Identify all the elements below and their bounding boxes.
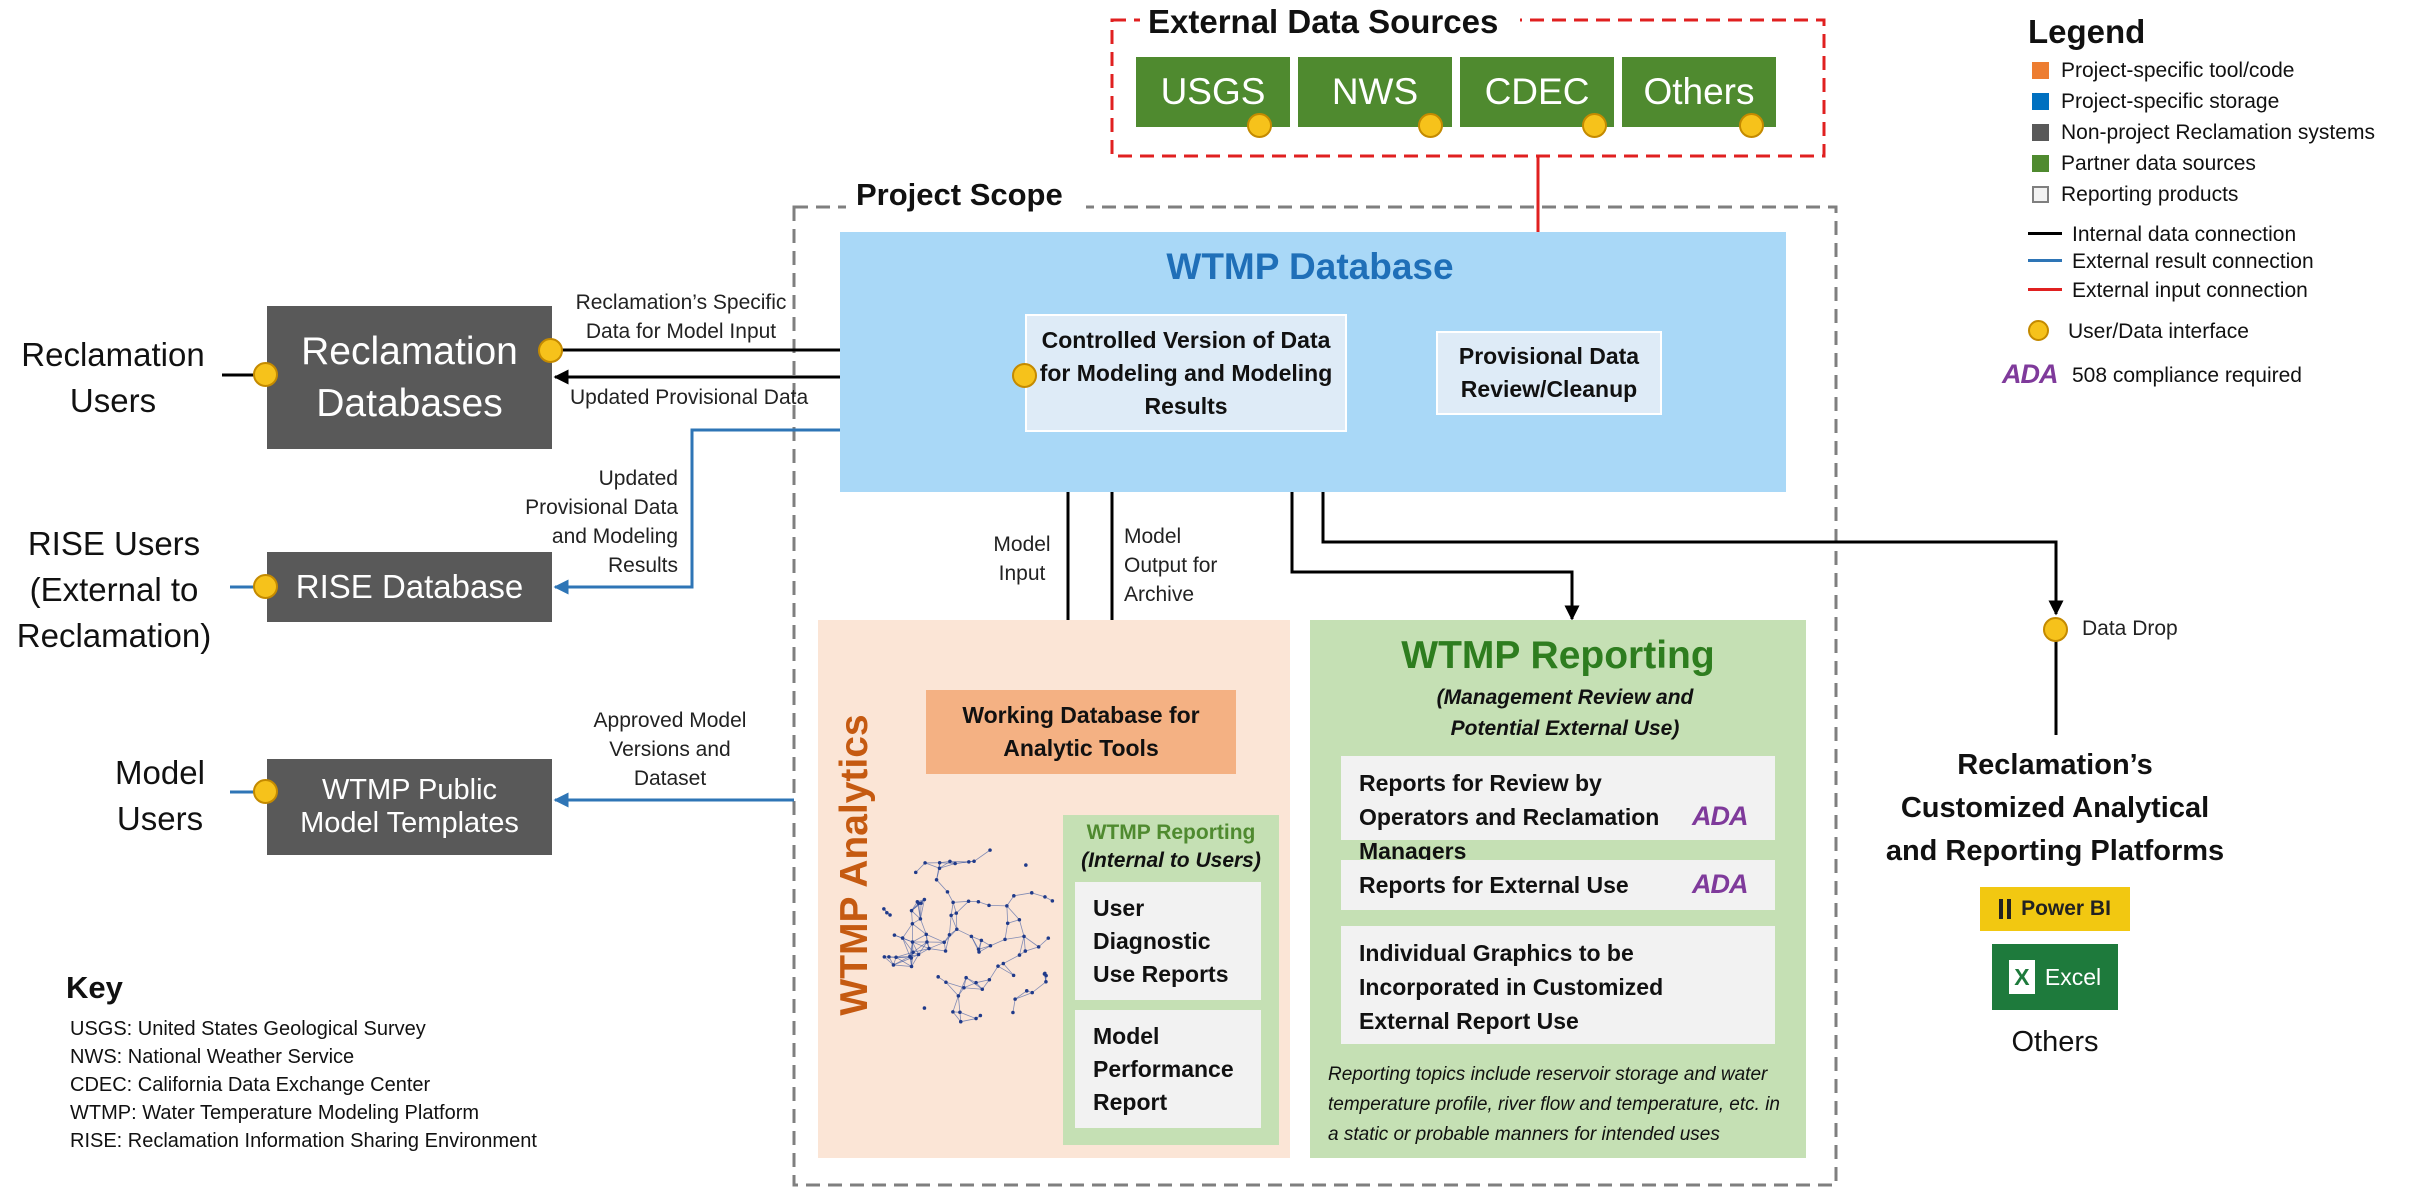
user-diagnostic-box: User Diagnostic Use Reports — [1075, 882, 1261, 1000]
key-item-cdec: CDEC: California Data Exchange Center — [70, 1074, 431, 1096]
rise-users-label: RISE Users (External to Reclamation) — [16, 525, 212, 654]
controlled-interface-dot — [1012, 363, 1037, 388]
controlled-version-box: Controlled Version of Data for Modeling … — [1025, 314, 1347, 432]
model-output-label: Model Output for Archive — [1124, 525, 1218, 606]
controlled-to-reporting-arrow — [1290, 433, 1580, 621]
network-graphic — [882, 848, 1055, 1024]
others-interface-dot — [1739, 113, 1764, 138]
provisional-review-box: Provisional Data Review/Cleanup — [1436, 331, 1662, 415]
legend-ada-label: 508 compliance required — [2072, 364, 2302, 387]
external-sources-title: External Data Sources — [1140, 2, 1520, 42]
black-line-swatch — [2028, 232, 2062, 235]
project-scope-boundary — [792, 205, 1838, 1187]
project-scope-title: Project Scope — [846, 175, 1086, 215]
controlled-version-label: Controlled Version of Data for Modeling … — [1039, 326, 1333, 419]
ada-icon: ADA — [1692, 801, 1748, 831]
internal-reporting-subtitle: (Internal to Users) — [1081, 849, 1261, 872]
working-database-label: Working Database for Analytic Tools — [962, 702, 1200, 761]
green-swatch — [2032, 155, 2049, 172]
model-performance-label: Model Performance Report — [1093, 1023, 1234, 1115]
key-item-wtmp: WTMP: Water Temperature Modeling Platfor… — [70, 1102, 480, 1124]
updated-provisional-label: Updated Provisional Data — [570, 386, 809, 409]
model-users-dot — [253, 779, 278, 804]
legend-interface-label: User/Data interface — [2068, 320, 2249, 343]
user-diagnostic-label: User Diagnostic Use Reports — [1093, 895, 1229, 987]
legend-line-internal: Internal data connection — [2028, 222, 2296, 248]
key-title: Key — [66, 970, 123, 1005]
excel-icon: X — [2008, 960, 2035, 994]
legend-interface-dot — [2028, 320, 2049, 341]
ada-icon: ADA — [2002, 359, 2058, 389]
report-operators-box: Reports for Review by Operators and Recl… — [1341, 756, 1775, 864]
rise-users-dot — [253, 574, 278, 599]
model-users-label: Model Users — [115, 754, 205, 837]
rise-database-box: RISE Database — [267, 552, 552, 622]
model-performance-box: Model Performance Report — [1075, 1010, 1261, 1128]
wtmp-database-title: WTMP Database — [1166, 246, 1454, 287]
reclamation-users-dot — [253, 362, 278, 387]
blue-swatch — [2032, 93, 2049, 110]
updated-provisional-modeling-label: Updated Provisional Data and Modeling Re… — [525, 467, 678, 577]
legend-item-nonproject: Non-project Reclamation systems — [2032, 120, 2375, 146]
legend-item-reporting: Reporting products — [2032, 182, 2238, 208]
report-graphics-label: Individual Graphics to be Incorporated i… — [1359, 940, 1664, 1034]
report-graphics-box: Individual Graphics to be Incorporated i… — [1341, 926, 1775, 1044]
source-nws: NWS — [1298, 57, 1452, 127]
excel-label: Excel — [2044, 963, 2102, 990]
reclamation-databases-box: Reclamation Databases — [267, 306, 552, 449]
public-templates-box: WTMP Public Model Templates — [267, 759, 552, 855]
rise-database-label: RISE Database — [295, 568, 524, 605]
blue-line-swatch — [2028, 259, 2062, 262]
powerbi-logo: Power BI — [1980, 887, 2130, 931]
specific-data-label: Reclamation’s Specific Data for Model In… — [575, 291, 787, 343]
internal-reporting-title: WTMP Reporting — [1086, 821, 1256, 844]
public-templates-label: WTMP Public Model Templates — [300, 774, 519, 839]
model-input-label: Model Input — [993, 533, 1051, 585]
light-swatch — [2032, 186, 2049, 203]
source-usgs: USGS — [1136, 57, 1290, 127]
powerbi-icon — [1999, 899, 2012, 919]
reporting-title: WTMP Reporting — [1401, 634, 1715, 677]
report-external-box: Reports for External Use — [1341, 860, 1775, 910]
legend-title: Legend — [2028, 13, 2146, 50]
reporting-subtitle: (Management Review and Potential Externa… — [1436, 686, 1694, 740]
red-line-swatch — [2028, 288, 2062, 291]
platforms-others: Others — [2011, 1025, 2099, 1058]
cdec-interface-dot — [1582, 113, 1607, 138]
working-database-box: Working Database for Analytic Tools — [926, 690, 1236, 774]
key-item-nws: NWS: National Weather Service — [70, 1046, 355, 1068]
gray-swatch — [2032, 124, 2049, 141]
source-cdec: CDEC — [1460, 57, 1614, 127]
reclamation-databases-label: Reclamation Databases — [301, 329, 518, 425]
reporting-note: Reporting topics include reservoir stora… — [1328, 1064, 1780, 1145]
legend-item-storage: Project-specific storage — [2032, 89, 2279, 115]
reclamation-users-label: Reclamation Users — [21, 336, 205, 419]
excel-logo: X Excel — [1992, 944, 2118, 1010]
key-item-usgs: USGS: United States Geological Survey — [70, 1018, 426, 1040]
report-external-label: Reports for External Use — [1359, 872, 1629, 898]
data-drop-dot — [2043, 617, 2068, 642]
report-operators-label: Reports for Review by Operators and Recl… — [1359, 770, 1660, 864]
legend-line-external-result: External result connection — [2028, 249, 2314, 275]
key-item-rise: RISE: Reclamation Information Sharing En… — [70, 1130, 537, 1152]
reclamation-db-output-dot — [538, 338, 563, 363]
data-drop-label: Data Drop — [2082, 617, 2178, 640]
approved-versions-label: Approved Model Versions and Dataset — [593, 709, 747, 790]
ada-icon: ADA — [1692, 869, 1748, 899]
provisional-review-label: Provisional Data Review/Cleanup — [1458, 343, 1640, 402]
legend-item-partner: Partner data sources — [2032, 151, 2256, 177]
powerbi-label: Power BI — [2021, 897, 2111, 920]
usgs-interface-dot — [1247, 113, 1272, 138]
legend-line-external-input: External input connection — [2028, 278, 2308, 304]
legend-item-tool: Project-specific tool/code — [2032, 58, 2294, 84]
orange-swatch — [2032, 62, 2049, 79]
nws-interface-dot — [1418, 113, 1443, 138]
platforms-title: Reclamation’s Customized Analytical and … — [1885, 748, 2225, 867]
